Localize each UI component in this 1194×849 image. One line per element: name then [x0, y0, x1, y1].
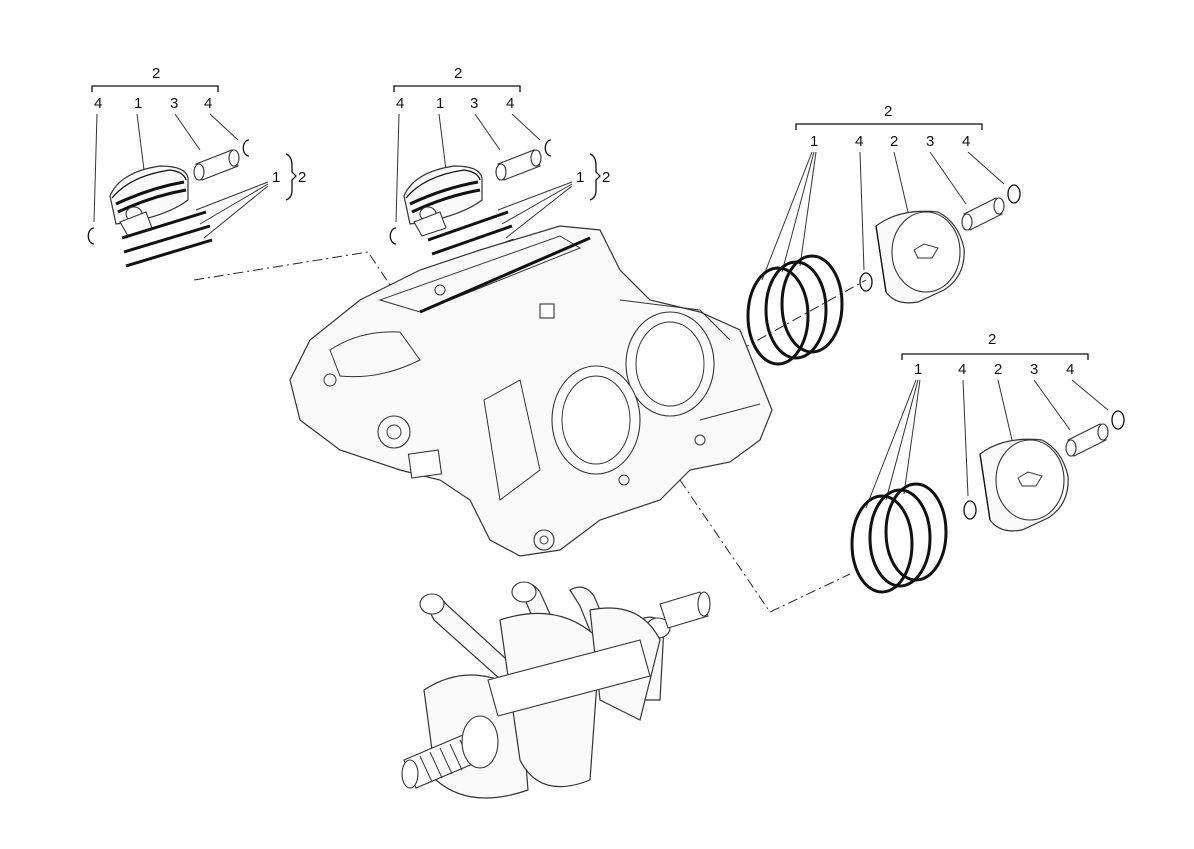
label-b-clip-left: 4 [396, 95, 404, 112]
piston-kit-a: 2 4 1 3 4 1 2 [87, 65, 306, 268]
label-a-clip-right: 4 [204, 95, 212, 112]
piston-a [109, 165, 189, 237]
label-d-rings: 1 [914, 361, 922, 378]
cylinder-bore-lower [551, 365, 641, 475]
circlip-d-left [963, 500, 977, 520]
piston-c [875, 210, 965, 304]
label-d-clip-right: 4 [1066, 361, 1074, 378]
label-a-piston: 1 [134, 95, 142, 112]
label-c-bracket: 2 [884, 103, 892, 120]
ring-a-1 [121, 210, 207, 240]
label-d-bracket: 2 [988, 331, 996, 348]
label-d-pin: 3 [1030, 361, 1038, 378]
piston-kit-d: 2 1 4 2 3 4 [850, 331, 1125, 594]
crankshaft [401, 581, 711, 799]
label-c-clip-left: 4 [855, 133, 863, 150]
label-c-rings: 1 [810, 133, 818, 150]
label-b-clip-right: 4 [506, 95, 514, 112]
label-a-bracket: 2 [152, 65, 160, 82]
label-c-piston: 2 [890, 133, 898, 150]
circlip-b-right [544, 139, 552, 157]
piston-pin-b [495, 149, 542, 181]
ring-pack-d [850, 482, 948, 594]
ring-a-3 [125, 238, 213, 268]
bracket-c [795, 123, 983, 130]
label-b-rings-group: 2 [602, 169, 610, 186]
brace-a [285, 153, 297, 201]
label-c-clip-right: 4 [962, 133, 970, 150]
label-c-pin: 3 [926, 133, 934, 150]
piston-pin-d [1065, 423, 1109, 457]
label-a-rings: 1 [272, 169, 280, 186]
label-b-pin: 3 [470, 95, 478, 112]
label-d-piston: 2 [994, 361, 1002, 378]
label-a-pin: 3 [170, 95, 178, 112]
label-b-piston: 1 [436, 95, 444, 112]
piston-pin-c [961, 197, 1005, 231]
label-d-clip-left: 4 [958, 361, 966, 378]
circlip-d-right [1111, 410, 1125, 430]
ring-b-2 [431, 224, 513, 256]
label-a-rings-group: 2 [298, 169, 306, 186]
brace-b [589, 153, 601, 201]
crankshaft-nose [659, 591, 709, 629]
label-a-clip-left: 4 [94, 95, 102, 112]
piston-kit-b: 2 4 1 3 4 1 2 [389, 65, 610, 270]
piston-pin-a [193, 149, 240, 181]
ring-pack-c [746, 254, 844, 366]
bracket-a [91, 85, 219, 92]
circlip-c-left [859, 272, 873, 292]
piston-d [979, 438, 1069, 532]
circlip-b-left [389, 227, 397, 245]
circlip-a-right [242, 139, 250, 157]
ring-b-1 [427, 210, 509, 242]
circlip-c-right [1007, 184, 1021, 204]
cylinder-bore-upper [625, 311, 715, 417]
ring-a-2 [123, 224, 211, 254]
circlip-a-left [87, 227, 95, 245]
bracket-b [393, 85, 521, 92]
crankcase [289, 225, 773, 557]
piston-kit-c: 2 1 4 2 3 4 [746, 103, 1021, 366]
label-b-rings: 1 [576, 169, 584, 186]
label-b-bracket: 2 [454, 65, 462, 82]
bracket-d [901, 353, 1089, 360]
piston-b [403, 165, 483, 237]
